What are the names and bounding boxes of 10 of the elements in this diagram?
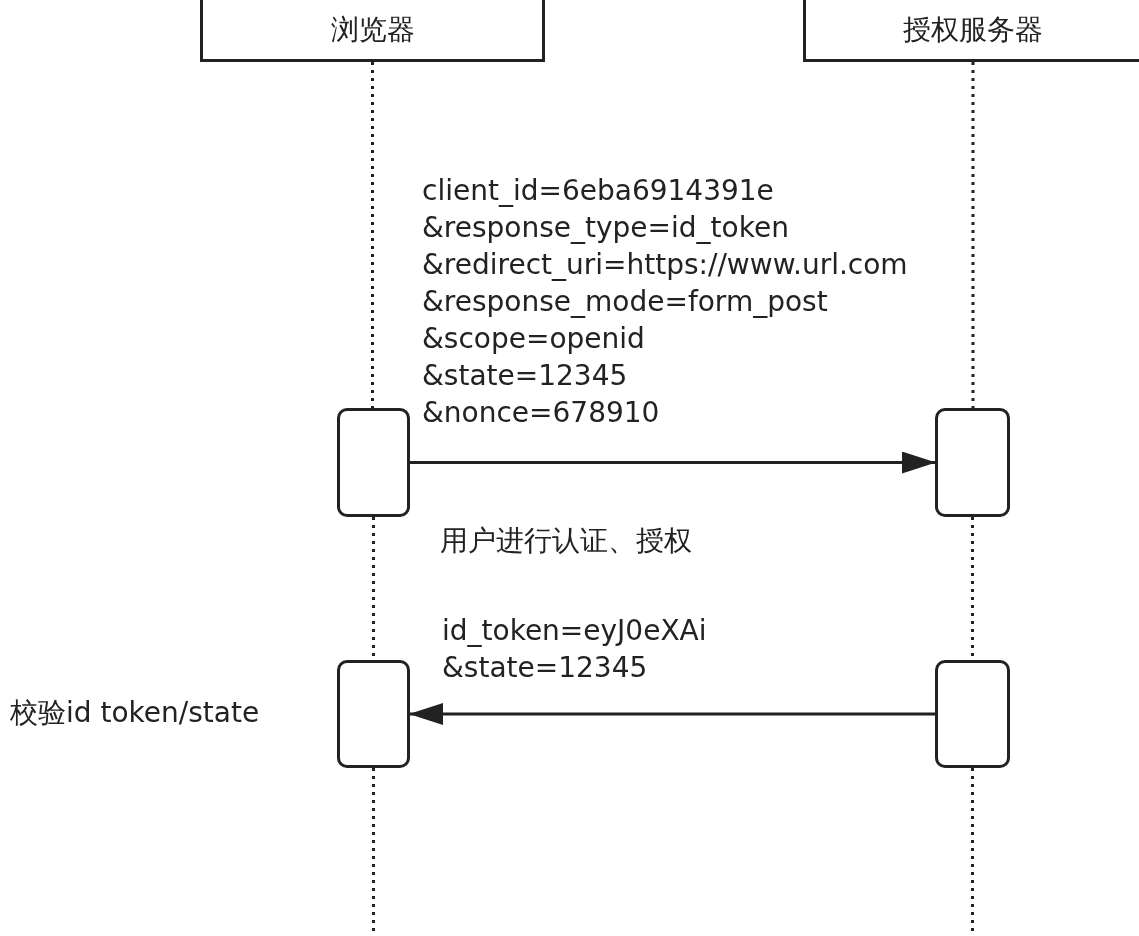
lifeline xyxy=(371,62,374,408)
participant-box: 授权服务器 xyxy=(803,0,1139,62)
message-arrow xyxy=(409,703,935,725)
participant-box: 浏览器 xyxy=(200,0,545,62)
lifeline xyxy=(971,62,975,408)
activation-box xyxy=(935,408,1010,517)
activation-box xyxy=(337,408,410,517)
message-arrow xyxy=(410,451,936,474)
activation-box xyxy=(337,660,410,768)
activation-box xyxy=(935,660,1010,768)
